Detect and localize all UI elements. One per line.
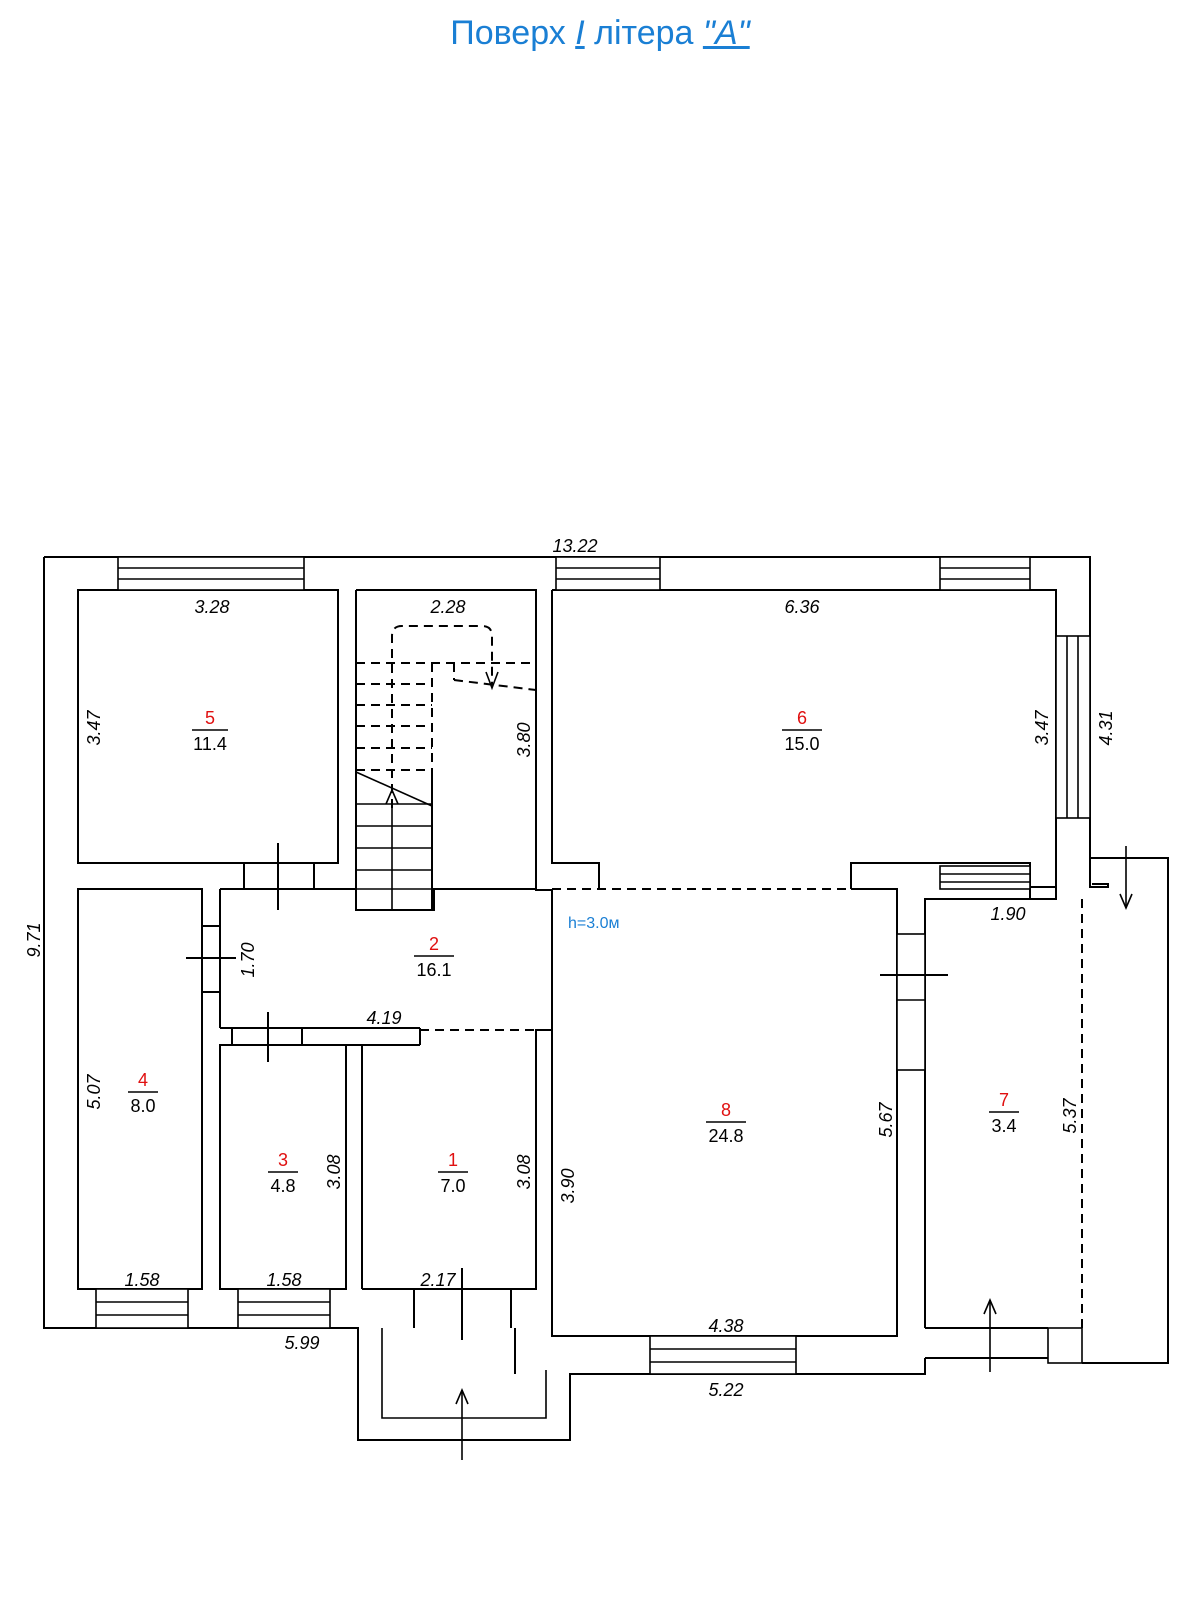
window-r3: [237, 1288, 331, 1329]
dim-r6-height: 3.47: [1032, 710, 1052, 746]
dim-r8-left: 3.90: [558, 1168, 578, 1203]
room-area: 16.1: [416, 960, 451, 980]
dim-r6-width: 6.36: [784, 597, 820, 617]
doors: [186, 843, 1091, 1340]
staircase: [355, 625, 537, 910]
window-r6-left: [555, 556, 661, 591]
entry-arrows: [455, 846, 1133, 1460]
dim-bottom-right: 5.22: [708, 1380, 743, 1400]
room-area: 15.0: [784, 734, 819, 754]
dim-r5-height: 3.47: [84, 710, 104, 746]
dim-r7-top: 1.90: [990, 904, 1025, 924]
dim-r8-bottom: 4.38: [708, 1316, 743, 1336]
dim-r6-outer: 4.31: [1096, 710, 1116, 745]
dim-hall-height: 1.70: [238, 942, 258, 977]
dim-r3-width: 1.58: [266, 1270, 301, 1290]
room-labels: 5 11.4 6 15.0 2 16.1 4 8.0 3 4.8 1 7.0: [128, 708, 1019, 1196]
room-area: 4.8: [270, 1176, 295, 1196]
dashed-partitions: [420, 888, 1083, 1328]
title-middle: літера: [594, 14, 694, 52]
title-letter: "A": [702, 14, 750, 52]
window-r8-side: [896, 933, 926, 1071]
dim-r4-height: 5.07: [84, 1074, 104, 1110]
room-label-7: 7 3.4: [989, 1090, 1019, 1136]
room-label-2: 2 16.1: [414, 934, 454, 980]
room-label-4: 4 8.0: [128, 1070, 158, 1116]
dim-r7-height: 5.37: [1060, 1098, 1080, 1134]
room-area: 11.4: [193, 734, 227, 754]
dim-r5-width: 3.28: [194, 597, 229, 617]
room-number: 6: [797, 708, 807, 728]
room-label-5: 5 11.4: [192, 708, 228, 754]
title-floor: I: [575, 14, 585, 52]
dim-r8-right: 5.67: [876, 1102, 896, 1138]
room-area: 8.0: [130, 1096, 155, 1116]
room-number: 4: [138, 1070, 148, 1090]
room-label-1: 1 7.0: [438, 1150, 468, 1196]
dim-hall-width: 4.19: [366, 1008, 401, 1028]
room-area: 24.8: [708, 1126, 743, 1146]
dim-stair-height: 3.80: [514, 722, 534, 757]
window-r6-right: [939, 556, 1031, 591]
room-number: 8: [721, 1100, 731, 1120]
dim-r1-height: 3.08: [514, 1154, 534, 1189]
window-r6-side: [1055, 635, 1091, 819]
room-area: 7.0: [440, 1176, 465, 1196]
window-r8: [649, 1335, 797, 1375]
outer-walls: [43, 556, 1169, 1441]
room-number: 1: [448, 1150, 458, 1170]
window-r7-top: [939, 865, 1031, 890]
height-note: h=3.0м: [568, 915, 619, 932]
room-number: 5: [205, 708, 215, 728]
dim-r1-width: 2.17: [419, 1270, 456, 1290]
title-prefix: Поверх: [450, 14, 566, 52]
window-r4: [95, 1288, 189, 1329]
floor-title: Поверх I літера "A": [0, 14, 1200, 53]
dim-total-height: 9.71: [24, 922, 44, 957]
window-r5: [117, 556, 305, 591]
dimension-labels: 13.22 9.71 3.28 3.47 2.28 3.80 6.36 3.47…: [24, 536, 1116, 1400]
room-label-6: 6 15.0: [782, 708, 822, 754]
room-number: 2: [429, 934, 439, 954]
room-number: 7: [999, 1090, 1009, 1110]
dim-r3-height: 3.08: [324, 1154, 344, 1189]
room-number: 3: [278, 1150, 288, 1170]
dim-stair-width: 2.28: [429, 597, 465, 617]
windows: [95, 556, 1091, 1375]
dim-r4-width: 1.58: [124, 1270, 159, 1290]
room-area: 3.4: [991, 1116, 1016, 1136]
dim-total-width: 13.22: [552, 536, 597, 556]
room-label-8: 8 24.8: [706, 1100, 746, 1146]
dim-bottom-left: 5.99: [284, 1333, 319, 1353]
room-label-3: 3 4.8: [268, 1150, 298, 1196]
